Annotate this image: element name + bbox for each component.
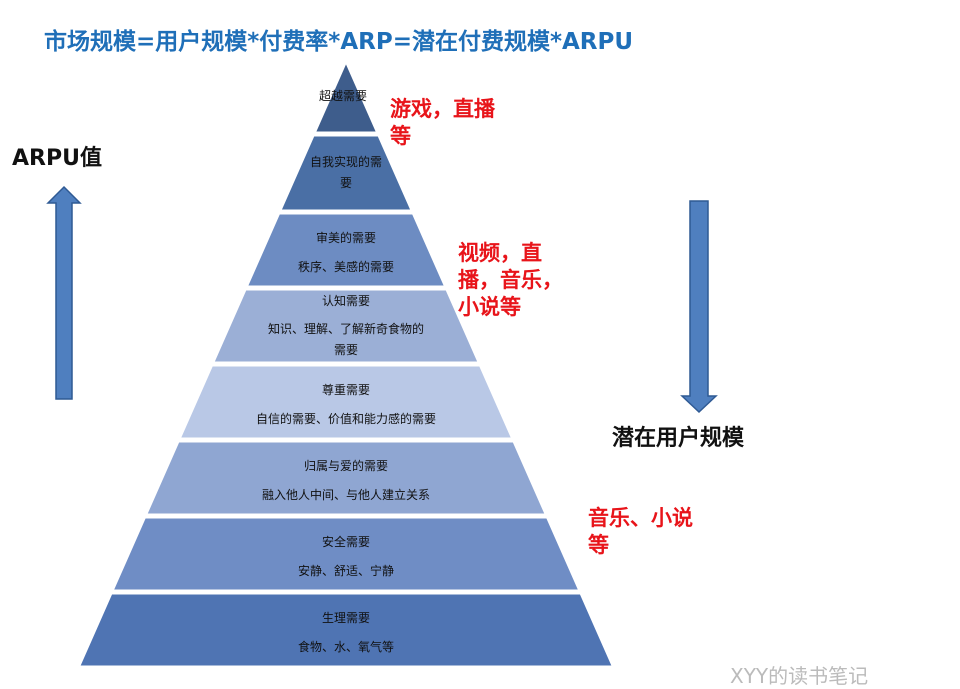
level-desc: 需要 [334,343,358,357]
pyramid-level [278,134,414,212]
up-arrow-icon [46,185,82,400]
potential-users-label: 潜在用户规模 [612,426,745,451]
level-name: 审美的需要 [316,230,376,245]
pyramid-level [144,440,548,516]
level-desc: 自信的需要、价值和能力感的需要 [256,411,436,426]
annotation-middle: 视频，直播，音乐，小说等 [458,241,563,319]
arpu-label: ARPU值 [12,146,102,171]
annotation-top: 游戏，直播等 [390,97,495,148]
level-name: 归属与爱的需要 [304,458,388,473]
annotation-bottom: 音乐、小说等 [588,506,693,557]
pyramid-level [77,592,615,668]
level-name: 超越需要 [319,88,367,103]
level-desc: 食物、水、氧气等 [298,639,394,654]
pyramid-level [211,288,481,364]
level-desc: 融入他人中间、与他人建立关系 [262,487,430,502]
watermark: XYY的读书笔记 [730,664,869,688]
pyramid-levels: 超越需要自我实现的需要审美的需要秩序、美感的需要认知需要知识、理解、了解新奇食物… [77,59,615,668]
level-name: 尊重需要 [322,382,370,397]
level-desc: 秩序、美感的需要 [298,259,394,274]
level-name: 自我实现的需 [310,154,382,169]
formula-title: 市场规模=用户规模*付费率*ARP=潜在付费规模*ARPU [44,29,634,55]
level-desc: 知识、理解、了解新奇食物的 [268,321,424,336]
level-name: 认知需要 [322,294,370,308]
level-desc: 安静、舒适、宁静 [298,563,394,578]
pyramid-level [245,212,447,288]
level-name: 生理需要 [322,611,370,625]
pyramid-level [313,59,379,134]
level-name: 要 [340,176,352,190]
down-arrow-icon [680,200,718,414]
level-name: 安全需要 [322,534,370,549]
pyramid-level [111,516,581,592]
pyramid-level [178,364,514,440]
